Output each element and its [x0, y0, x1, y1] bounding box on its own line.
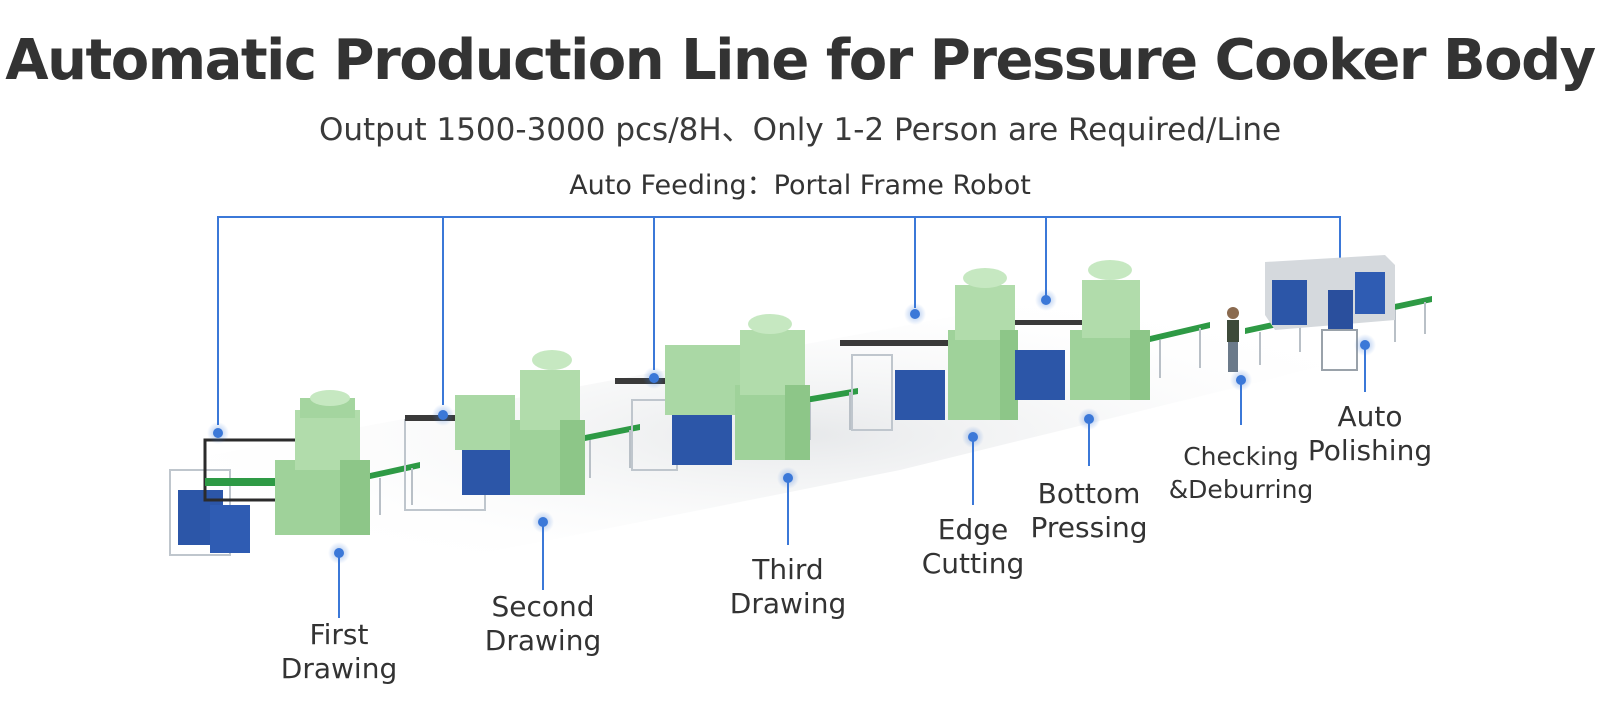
stage-label-line1: Auto — [1337, 400, 1403, 433]
worker-figure — [1227, 307, 1239, 372]
marker-first-drawing — [328, 542, 350, 564]
stage-label-line2: Pressing — [1030, 511, 1148, 544]
press-cylinder — [1088, 260, 1132, 280]
stage-label-line2: Drawing — [729, 587, 847, 620]
press-cylinder — [310, 390, 350, 406]
stage-label-third-drawing: Third Drawing — [718, 553, 858, 621]
page-title: Automatic Production Line for Pressure C… — [5, 28, 1596, 93]
marker-feed-1 — [207, 422, 229, 444]
marker-dots — [207, 289, 1376, 564]
marker-third-drawing — [777, 467, 799, 489]
press-side — [1130, 330, 1150, 400]
marker-edge-cutting — [962, 426, 984, 448]
press-cylinder — [748, 314, 792, 334]
polishing-panel — [1272, 280, 1307, 325]
stage-label-line2: Cutting — [921, 547, 1025, 580]
portal-frame-bracket — [217, 216, 1341, 425]
press-column — [1082, 280, 1140, 338]
press-column — [740, 330, 805, 395]
stage-label-line1: Checking — [1183, 442, 1299, 471]
stage-label-edge-cutting: Edge Cutting — [903, 513, 1043, 581]
station-bottom-pressing — [1015, 260, 1150, 400]
marker-feed-3 — [643, 367, 665, 389]
conveyor-2 — [580, 424, 640, 442]
page-subtitle: Output 1500-3000 pcs/8H、Only 1-2 Person … — [318, 112, 1282, 148]
conveyor-1 — [370, 462, 420, 479]
marker-checking — [1230, 369, 1252, 391]
stage-label-line1: Edge — [937, 513, 1009, 546]
station-edge-cutting — [840, 268, 1018, 431]
stage-label-first-drawing: First Drawing — [269, 618, 409, 686]
stage-label-line2: Drawing — [484, 624, 602, 657]
marker-feed-5 — [1035, 289, 1057, 311]
marker-feed-4 — [904, 303, 926, 325]
press-side — [340, 460, 370, 535]
station-second-drawing — [404, 350, 585, 511]
press-side — [1000, 330, 1018, 420]
press-left — [455, 395, 515, 450]
marker-second-drawing — [532, 511, 554, 533]
press-side — [785, 385, 810, 460]
auto-feeding-label: Auto Feeding：Portal Frame Robot — [569, 170, 1031, 201]
polishing-unit — [1328, 290, 1353, 330]
polishing-panel-2 — [1355, 272, 1385, 314]
stage-label-line1: First — [309, 618, 369, 651]
stage-label-line1: Second — [491, 590, 595, 623]
conveyor-6 — [1385, 296, 1432, 312]
cabinet — [672, 410, 732, 465]
marker-auto-polishing — [1354, 334, 1376, 356]
station-first-drawing — [169, 390, 370, 556]
conveyor-3 — [800, 388, 858, 404]
stage-label-line1: Bottom — [1037, 477, 1141, 510]
press-cylinder — [532, 350, 572, 370]
conveyor-4 — [1150, 322, 1210, 342]
stage-label-bottom-pressing: Bottom Pressing — [1014, 477, 1164, 545]
stage-label-line2: Drawing — [280, 652, 398, 685]
press-cylinder — [963, 268, 1007, 288]
marker-feed-2 — [432, 404, 454, 426]
stage-label-line2: &Deburring — [1168, 475, 1314, 504]
press-side — [560, 420, 585, 495]
stage-label-line1: Third — [752, 553, 824, 586]
marker-bottom-pressing — [1078, 408, 1100, 430]
feeder-cabinet-2 — [210, 505, 250, 553]
cabinet — [1015, 350, 1065, 400]
stage-label-line2: Polishing — [1307, 434, 1433, 467]
gantry-frame — [851, 354, 893, 431]
robot-arm — [1015, 320, 1085, 325]
stage-label-auto-polishing: Auto Polishing — [1300, 400, 1440, 468]
press-left — [665, 345, 745, 415]
station-third-drawing — [615, 314, 810, 471]
robot-belt — [205, 478, 285, 486]
robot-arm — [840, 340, 950, 346]
stage-label-checking-deburring: Checking &Deburring — [1161, 440, 1321, 506]
stage-label-second-drawing: Second Drawing — [473, 590, 613, 658]
cabinet — [895, 370, 945, 420]
